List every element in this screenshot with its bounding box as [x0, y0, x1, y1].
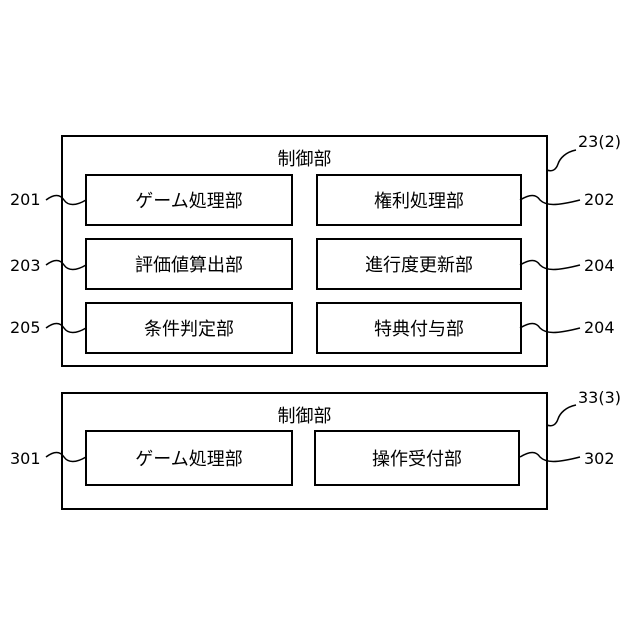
control-unit-33-title: 制御部: [63, 402, 546, 428]
ref-label-203: 203: [10, 256, 41, 275]
block-operation-accept-302: 操作受付部: [314, 430, 520, 486]
ref-label-33: 33(3): [578, 388, 621, 407]
leader-33: [547, 405, 576, 426]
ref-label-202: 202: [584, 190, 615, 209]
leader-23: [547, 150, 576, 171]
ref-label-204a: 204: [584, 256, 615, 275]
ref-label-302: 302: [584, 449, 615, 468]
block-game-processing-201: ゲーム処理部: [85, 174, 293, 226]
ref-label-301: 301: [10, 449, 41, 468]
ref-label-204b: 204: [584, 318, 615, 337]
block-rights-processing-202: 権利処理部: [316, 174, 522, 226]
block-bonus-grant-204: 特典付与部: [316, 302, 522, 354]
control-unit-23-title: 制御部: [63, 145, 546, 171]
block-game-processing-301: ゲーム処理部: [85, 430, 293, 486]
ref-label-201: 201: [10, 190, 41, 209]
ref-label-23: 23(2): [578, 132, 621, 151]
block-condition-judge-205: 条件判定部: [85, 302, 293, 354]
block-progress-update-204: 進行度更新部: [316, 238, 522, 290]
block-evaluation-calc-203: 評価値算出部: [85, 238, 293, 290]
ref-label-205: 205: [10, 318, 41, 337]
